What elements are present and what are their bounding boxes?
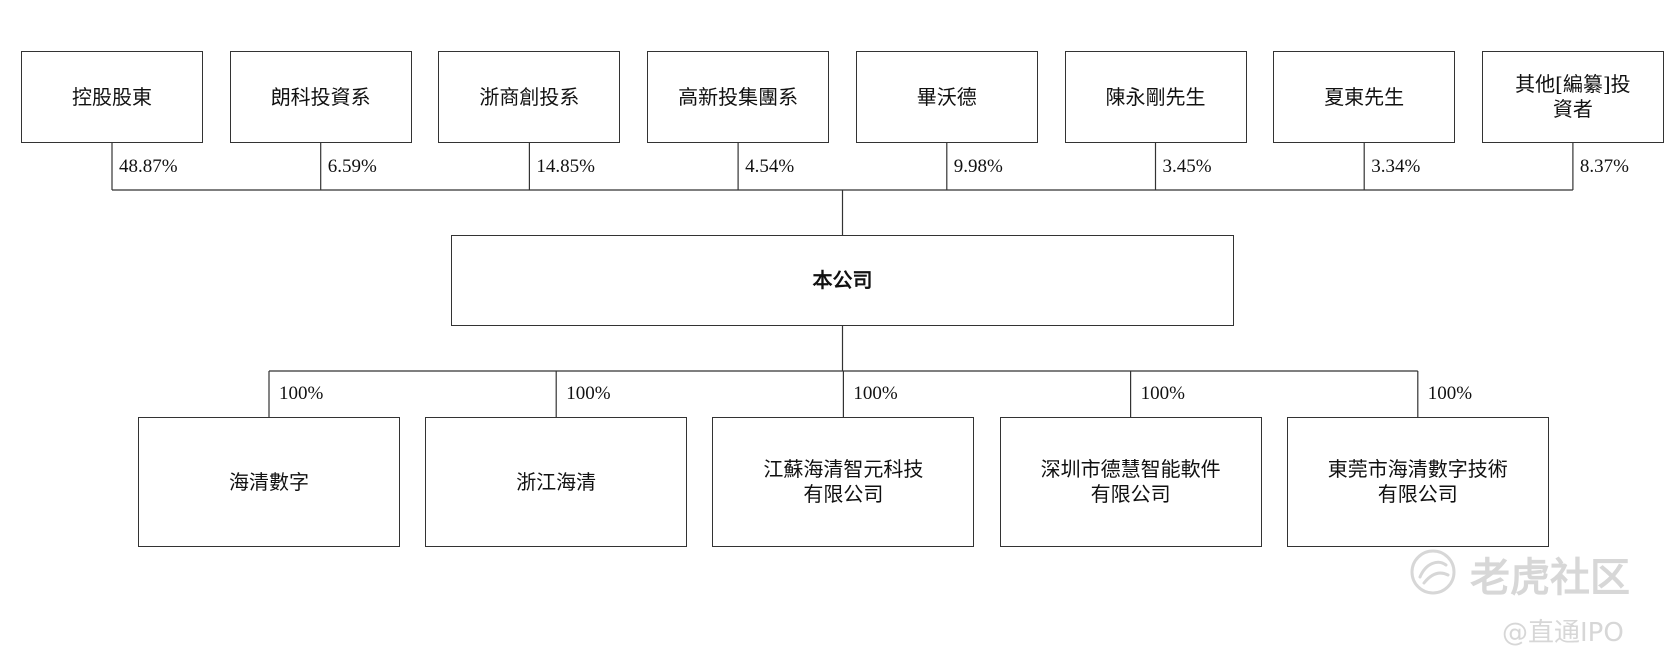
subsidiary-pct: 100% [1427, 383, 1473, 404]
shareholder-box-controlling: 控股股東 [21, 51, 203, 143]
shareholder-box-chen: 陳永剛先生 [1064, 51, 1247, 143]
subsidiary-pct: 100% [1140, 383, 1185, 404]
shareholder-pct: 9.98% [953, 156, 1003, 177]
shareholder-pct: 6.59% [327, 156, 377, 177]
shareholder-pct: 4.54% [745, 156, 795, 177]
shareholder-box-zheshang: 浙商創投系 [438, 51, 621, 143]
subsidiary-box-zhejiang: 浙江海清 [425, 417, 688, 547]
shareholder-pct: 8.37% [1579, 156, 1629, 177]
shareholder-pct: 3.34% [1371, 156, 1421, 177]
shareholder-pct: 14.85% [536, 156, 595, 177]
watermark-source: @直通IPO [1502, 618, 1624, 648]
shareholder-box-hi-tech: 高新投集團系 [647, 51, 830, 143]
tiger-logo-icon [1410, 549, 1456, 595]
subsidiary-pct: 100% [279, 383, 324, 404]
shareholder-box-xia: 夏東先生 [1273, 51, 1456, 143]
subsidiary-box-haiqing-digital: 海清數字 [138, 417, 400, 547]
shareholder-pct: 3.45% [1162, 156, 1212, 177]
company-box: 本公司 [451, 235, 1234, 326]
shareholder-box-netac: 朗科投資系 [229, 51, 412, 143]
shareholder-box-biwode: 畢沃德 [855, 51, 1038, 143]
watermark-brand: 老虎社区 [1470, 555, 1630, 601]
shareholder-box-others: 其他[編纂]投 資者 [1481, 51, 1664, 143]
subsidiary-pct: 100% [853, 383, 898, 404]
shareholder-pct: 48.87% [119, 156, 178, 177]
subsidiary-box-shenzhen: 深圳市德慧智能軟件 有限公司 [999, 417, 1262, 547]
subsidiary-box-jiangsu: 江蘇海清智元科技 有限公司 [712, 417, 975, 547]
subsidiary-box-dongguan: 東莞市海清數字技術 有限公司 [1286, 417, 1549, 547]
subsidiary-pct: 100% [566, 383, 611, 404]
